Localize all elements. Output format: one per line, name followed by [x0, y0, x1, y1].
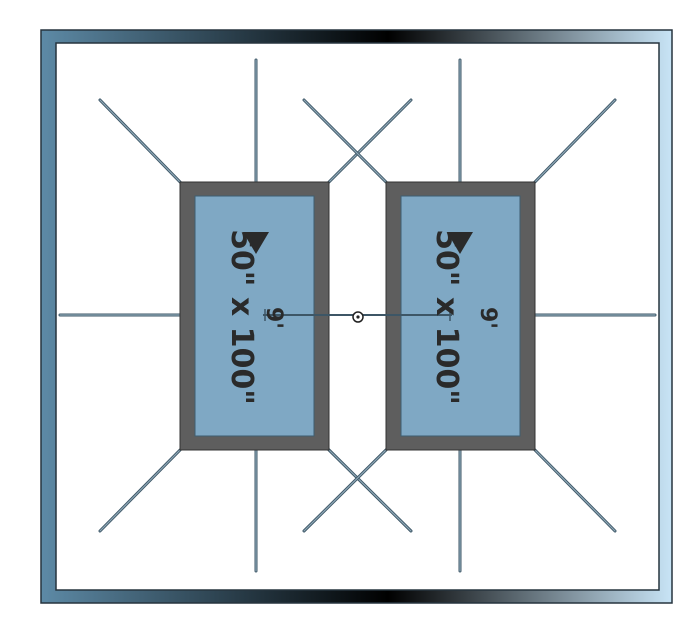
size-label: 50" x 100"	[429, 229, 464, 405]
origin-point-icon[interactable]	[352, 311, 364, 323]
height-label: 9'	[475, 307, 500, 329]
height-label: 9'	[261, 307, 286, 329]
direction-triangle-icon	[243, 232, 269, 254]
strut-diagonal-highlight	[531, 99, 616, 186]
strut-group	[58, 58, 657, 573]
size-label: 50" x 100"	[224, 229, 259, 405]
strut-diagonal-highlight	[531, 446, 616, 532]
strut-diagonal-highlight	[99, 99, 184, 186]
strut-diagonal-highlight	[303, 446, 390, 532]
strut-diagonal-highlight	[325, 99, 412, 186]
direction-triangle-icon	[447, 232, 473, 254]
strut-diagonal-highlight	[99, 446, 184, 532]
strut-diagonal-highlight	[325, 446, 412, 532]
strut-diagonal-highlight	[303, 99, 390, 186]
